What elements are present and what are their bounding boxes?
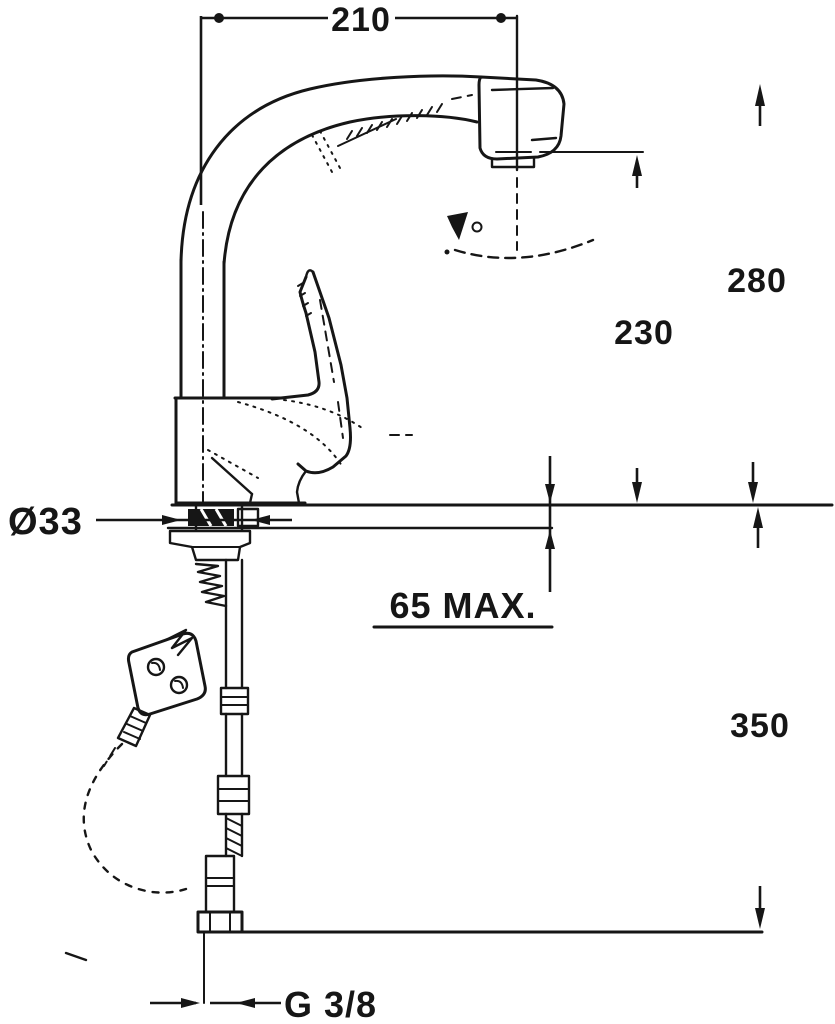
dimension-350: 350 <box>730 507 790 929</box>
supply-end-nut <box>196 910 244 934</box>
braided-hose-hatch <box>225 817 243 857</box>
dimension-280: 280 <box>727 84 787 503</box>
spray-head-docked <box>477 14 566 251</box>
dim-diameter-label: Ø33 <box>8 501 83 543</box>
spray-swivel-arc <box>444 238 595 260</box>
handle-grip-ridges <box>297 282 312 317</box>
mounting-hardware <box>168 503 260 562</box>
counter-deck-lines <box>166 503 834 530</box>
dim-280-label: 280 <box>727 262 787 300</box>
dim-65max-label: 65 MAX. <box>389 585 536 626</box>
dimension-65-max: 65 MAX. <box>372 456 555 629</box>
dim-thread-label: G 3/8 <box>284 984 377 1024</box>
dim-350-label: 350 <box>730 707 790 745</box>
dim-210-label: 210 <box>331 1 391 39</box>
spray-nozzle <box>116 706 152 748</box>
faucet-body <box>173 396 413 505</box>
dimension-230: 230 <box>539 151 674 503</box>
hose-counterweight <box>103 628 207 767</box>
dimension-g38: G 3/8 <box>150 931 377 1024</box>
faucet-handle-lever <box>270 269 352 475</box>
dimension-210: 210 <box>199 1 517 205</box>
dim-230-label: 230 <box>614 314 674 352</box>
dimension-diameter-33: Ø33 <box>8 501 292 543</box>
supply-tube <box>194 558 251 934</box>
swivel-angle-icon <box>447 212 483 240</box>
spout-knurl-ticks <box>346 103 443 140</box>
corrugated-hose <box>194 562 228 608</box>
faucet-spout <box>179 74 483 503</box>
hose-connector-corrugation <box>164 628 194 657</box>
hose-swing-path <box>64 742 188 962</box>
